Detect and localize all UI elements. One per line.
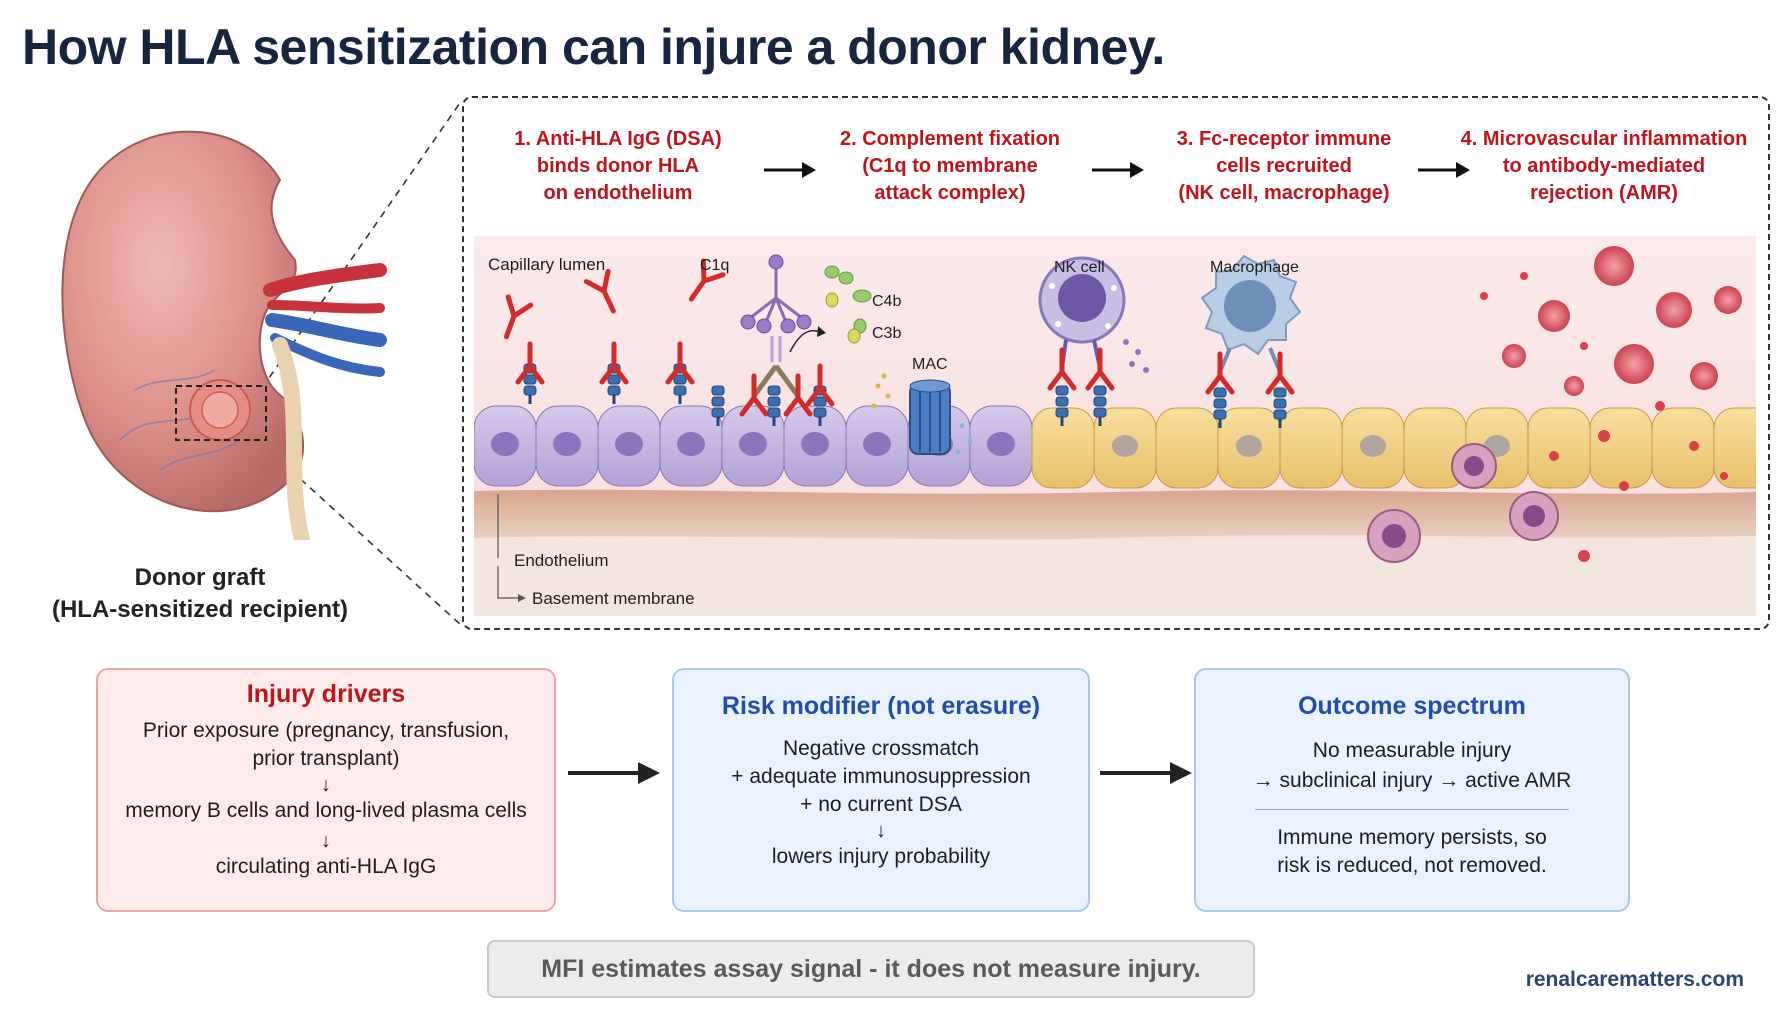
modifier-line2: + adequate immunosuppression	[731, 765, 1031, 788]
step-2-line1: 2. Complement fixation	[839, 128, 1061, 150]
drivers-line4: circulating anti-HLA IgG	[215, 855, 437, 878]
capillary-scene: Capillary lumen C1q C4b C3b MAC NK cell …	[474, 236, 1756, 616]
step-3-line3: (NK cell, macrophage)	[1178, 182, 1390, 204]
outcome-divider	[1255, 809, 1569, 810]
step-1-header: 1. Anti-HLA IgG (DSA) binds donor HLA on…	[488, 126, 748, 207]
macrophage-label: Macrophage	[1210, 259, 1299, 276]
basement-membrane-arrowhead	[518, 594, 526, 602]
c1q-label: C1q	[700, 257, 729, 274]
c1q-molecule	[710, 254, 826, 428]
endothelial-cells-yellow	[1031, 407, 1756, 489]
drivers-arrow-1: ↓	[321, 774, 331, 796]
macrophage	[1200, 254, 1302, 430]
risk-modifier-box: Risk modifier (not erasure) Negative cro…	[672, 668, 1090, 912]
c4b-label: C4b	[872, 293, 901, 310]
step-1-line1: 1. Anti-HLA IgG (DSA)	[514, 128, 722, 150]
inflammation-cells	[1367, 246, 1742, 563]
modifier-line4: lowers injury probability	[771, 845, 991, 868]
endothelial-cells-purple	[474, 405, 1033, 487]
step-2-line2: (C1q to membrane	[862, 155, 1038, 177]
basement-membrane-label: Basement membrane	[532, 589, 695, 608]
step-2-line3: attack complex)	[874, 182, 1026, 204]
step-4-line1: 4. Microvascular inflammation	[1460, 128, 1748, 150]
step-1-line3: on endothelium	[543, 182, 693, 204]
graft-caption-line1: Donor graft	[134, 564, 266, 591]
website-credit: renalcarematters.com	[1525, 968, 1744, 991]
nk-cell-label: NK cell	[1054, 259, 1105, 276]
modifier-line3: + no current DSA	[800, 793, 962, 816]
step-2-header: 2. Complement fixation (C1q to membrane …	[820, 126, 1080, 207]
mac-label: MAC	[912, 356, 948, 373]
step-4-header: 4. Microvascular inflammation to antibod…	[1458, 126, 1750, 207]
mfi-note: MFI estimates assay signal - it does not…	[487, 940, 1255, 998]
step-1-line2: binds donor HLA	[536, 155, 700, 177]
modifier-arrow: ↓	[876, 820, 886, 842]
step-3-header: 3. Fc-receptor immune cells recruited (N…	[1154, 126, 1414, 207]
c3b-label: C3b	[872, 325, 901, 342]
box-arrow-2	[1100, 762, 1192, 784]
nk-cell	[1038, 256, 1149, 428]
injury-drivers-box: Injury drivers Prior exposure (pregnancy…	[96, 668, 556, 912]
step-3-line2: cells recruited	[1216, 155, 1352, 177]
step-arrow-2	[1092, 162, 1144, 178]
outcome-spectrum-box: Outcome spectrum No measurable injury → …	[1194, 668, 1630, 912]
drivers-arrow-2: ↓	[321, 830, 331, 852]
endothelium-label: Endothelium	[514, 551, 609, 570]
mac-pore	[871, 373, 973, 455]
modifier-line1: Negative crossmatch	[782, 737, 980, 760]
capillary-lumen-label: Capillary lumen	[488, 255, 605, 274]
drivers-line2: prior transplant)	[252, 747, 400, 770]
donor-kidney-illustration	[40, 110, 440, 548]
step-4-line3: rejection (AMR)	[1530, 182, 1678, 204]
kidney-icon	[61, 130, 387, 548]
graft-caption: Donor graft (HLA-sensitized recipient)	[40, 562, 360, 626]
page-title: How HLA sensitization can injure a donor…	[22, 19, 1165, 75]
outcome-line1: No measurable injury	[1312, 739, 1512, 762]
drivers-line1: Prior exposure (pregnancy, transfusion,	[142, 719, 510, 742]
step-arrow-1	[764, 162, 816, 178]
c4b-c3b-fragments	[808, 265, 872, 428]
outcome-line2: → subclinical injury → active AMR	[1252, 769, 1572, 792]
drivers-line3: memory B cells and long-lived plasma cel…	[125, 799, 527, 822]
box-arrow-1	[568, 762, 660, 784]
outcome-spectrum-title: Outcome spectrum	[1298, 692, 1526, 720]
injury-drivers-title: Injury drivers	[246, 680, 406, 708]
graft-caption-line2: (HLA-sensitized recipient)	[51, 596, 349, 623]
step-arrow-3	[1418, 162, 1470, 178]
basement-membrane-leader	[497, 566, 518, 599]
step-4-line2: to antibody-mediated	[1502, 155, 1706, 177]
outcome-line4: risk is reduced, not removed.	[1277, 854, 1547, 877]
step-3-line1: 3. Fc-receptor immune	[1176, 128, 1392, 150]
mechanism-panel	[462, 96, 1770, 630]
risk-modifier-title: Risk modifier (not erasure)	[721, 692, 1041, 720]
outcome-line3: Immune memory persists, so	[1277, 826, 1547, 849]
